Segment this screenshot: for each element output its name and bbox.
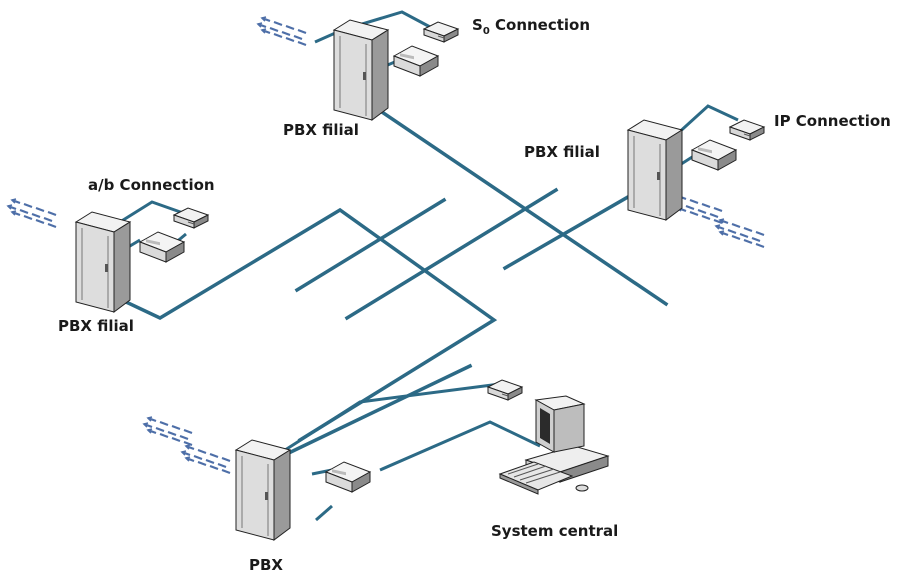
- ab-connection-label: a/b Connection: [88, 176, 215, 194]
- pbx-main-label: PBX: [249, 556, 283, 574]
- traffic-arrows-icon: [6, 197, 58, 229]
- telephone-terminal-icon: [487, 379, 523, 401]
- pbx-tower-icon: [235, 439, 291, 541]
- network-card-icon: [325, 461, 371, 493]
- workstation-computer-icon: [498, 395, 610, 495]
- network-card-icon: [139, 231, 185, 263]
- pbx-filial-top-label: PBX filial: [283, 121, 359, 139]
- network-trunk-lines: [123, 105, 669, 465]
- pbx-main: System central PBX: [142, 379, 618, 574]
- pbx-filial-right-label: PBX filial: [524, 143, 600, 161]
- pbx-tower-icon: [627, 119, 683, 221]
- ip-connection-label: IP Connection: [774, 112, 891, 130]
- s0-connection-label: S0 Connection: [472, 16, 590, 37]
- telephone-terminal-icon: [729, 119, 765, 141]
- network-card-icon: [393, 45, 439, 77]
- pbx-filial-left: a/b Connection PBX filial: [6, 176, 215, 335]
- pbx-filial-top: S0 Connection PBX filial: [256, 10, 590, 139]
- pbx-filial-left-label: PBX filial: [58, 317, 134, 335]
- traffic-arrows-icon: [180, 443, 232, 475]
- pbx-tower-icon: [75, 211, 131, 313]
- pbx-filial-right: IP Connection PBX filial: [524, 104, 891, 249]
- traffic-arrows-icon: [142, 415, 194, 447]
- pbx-tower-icon: [333, 19, 389, 121]
- network-card-icon: [691, 139, 737, 171]
- system-central-label: System central: [491, 522, 618, 540]
- traffic-arrows-icon: [256, 15, 308, 47]
- traffic-arrows-icon: [714, 217, 766, 249]
